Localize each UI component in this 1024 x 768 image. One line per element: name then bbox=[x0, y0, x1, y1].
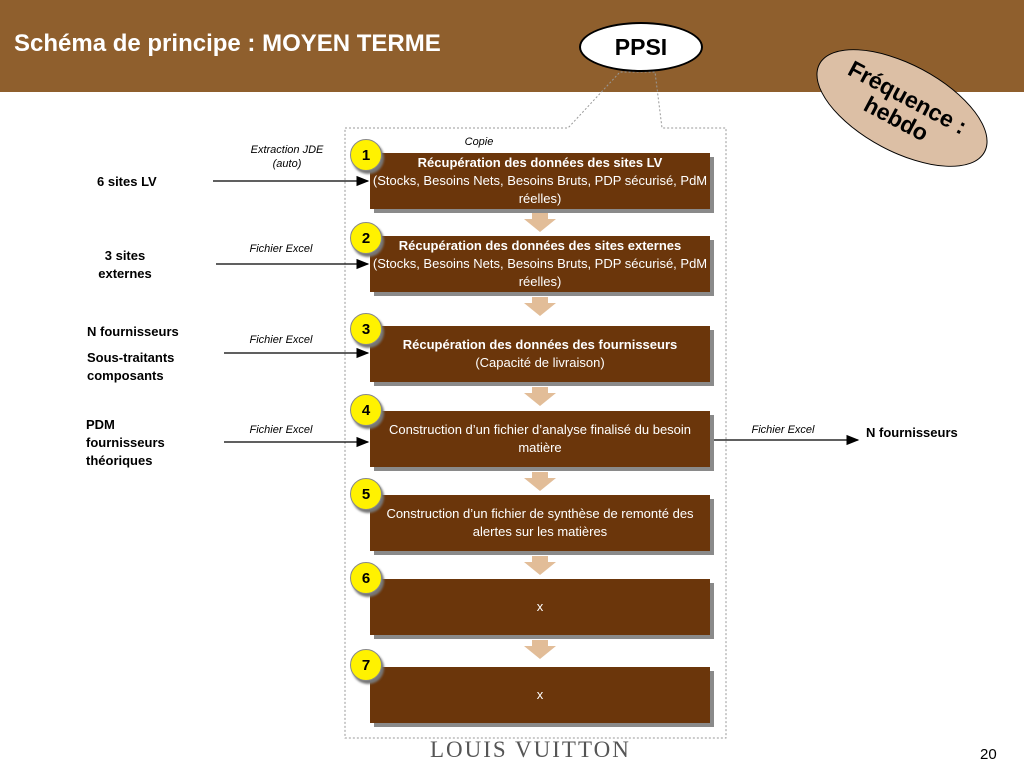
ppsi-callout bbox=[344, 71, 727, 739]
step-2-badge: 2 bbox=[350, 222, 382, 254]
step-1-box: Récupération des données des sites LV (S… bbox=[370, 153, 710, 209]
step-4-badge: 4 bbox=[350, 394, 382, 426]
step-7-badge: 7 bbox=[350, 649, 382, 681]
step-5-badge: 5 bbox=[350, 478, 382, 510]
source-n-fournisseurs: N fournisseurs bbox=[87, 324, 179, 339]
step-1-title: Récupération des données des sites LV bbox=[417, 155, 663, 170]
note-fichier-excel-3: Fichier Excel bbox=[249, 334, 313, 346]
step-1-badge: 1 bbox=[350, 139, 382, 171]
page-number: 20 bbox=[980, 746, 997, 763]
step-5-box: Construction d’un fichier de synthèse de… bbox=[370, 495, 710, 551]
source-sites-externes: 3 sites externes bbox=[98, 248, 152, 281]
step-3-detail: (Capacité de livraison) bbox=[475, 355, 605, 370]
step-1-detail: (Stocks, Besoins Nets, Besoins Bruts, PD… bbox=[372, 173, 708, 206]
step-2-box: Récupération des données des sites exter… bbox=[370, 236, 710, 292]
source-pdm: PDM fournisseurs théoriques bbox=[86, 417, 165, 468]
note-fichier-excel-out: Fichier Excel bbox=[751, 424, 815, 436]
step-6-box: x bbox=[370, 579, 710, 635]
note-fichier-excel-2: Fichier Excel bbox=[249, 243, 313, 255]
note-fichier-excel-4: Fichier Excel bbox=[249, 424, 313, 436]
step-7-detail: x bbox=[536, 687, 544, 702]
copie-label: Copie bbox=[464, 136, 494, 148]
step-2-detail: (Stocks, Besoins Nets, Besoins Bruts, PD… bbox=[372, 256, 708, 289]
step-4-detail: Construction d’un fichier d’analyse fina… bbox=[388, 422, 692, 455]
step-6-badge: 6 bbox=[350, 562, 382, 594]
ppsi-ellipse: PPSI bbox=[579, 22, 703, 72]
step-3-title: Récupération des données des fournisseur… bbox=[402, 337, 678, 352]
source-sites-lv: 6 sites LV bbox=[97, 174, 157, 189]
header-bar: Schéma de principe : MOYEN TERME bbox=[0, 0, 1024, 92]
source-sous-traitants: Sous-traitants composants bbox=[87, 350, 175, 383]
step-connectors bbox=[524, 213, 556, 659]
louis-vuitton-logo: LOUIS VUITTON bbox=[430, 737, 631, 762]
step-2-title: Récupération des données des sites exter… bbox=[398, 238, 682, 253]
step-6-detail: x bbox=[536, 599, 544, 614]
output-n-fournisseurs: N fournisseurs bbox=[866, 425, 958, 440]
step-4-box: Construction d’un fichier d’analyse fina… bbox=[370, 411, 710, 467]
step-5-detail: Construction d’un fichier de synthèse de… bbox=[386, 506, 694, 539]
step-7-box: x bbox=[370, 667, 710, 723]
note-extraction-jde: Extraction JDE (auto) bbox=[250, 144, 324, 170]
slide-title: Schéma de principe : MOYEN TERME bbox=[14, 30, 441, 57]
step-3-badge: 3 bbox=[350, 313, 382, 345]
step-3-box: Récupération des données des fournisseur… bbox=[370, 326, 710, 382]
